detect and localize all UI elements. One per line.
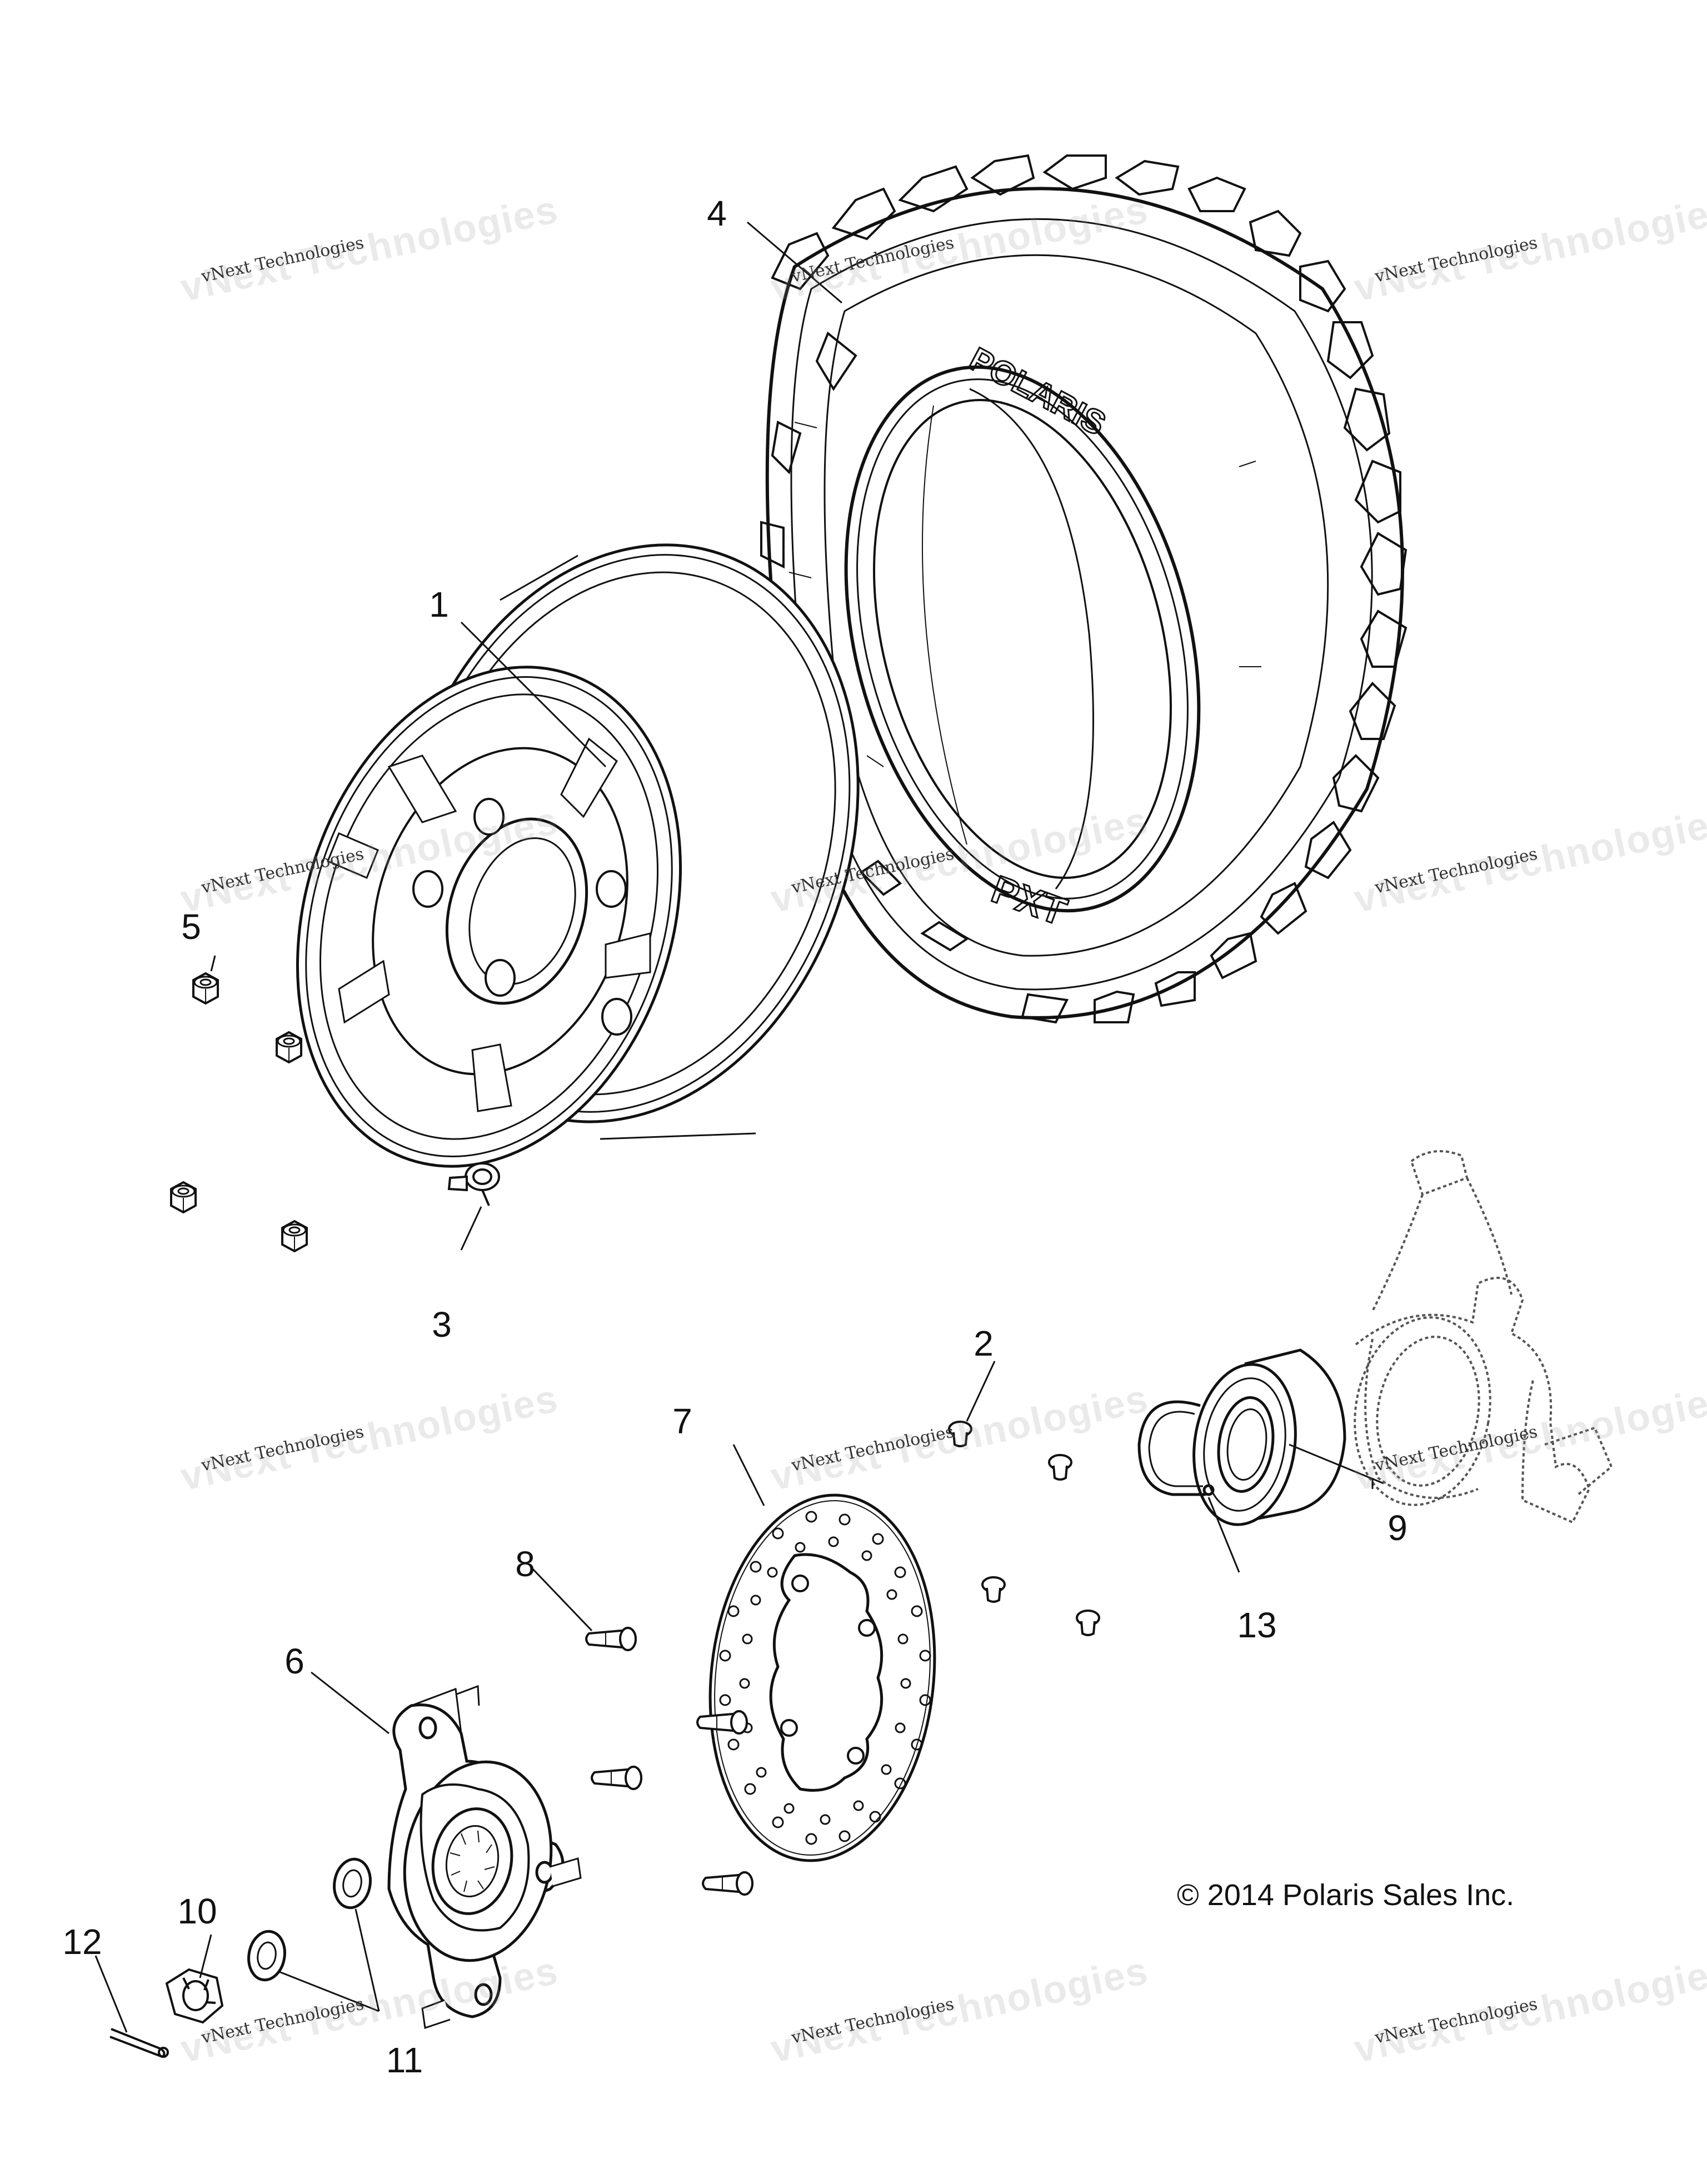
washers [247,1857,372,1982]
callout-7: 7 [672,1401,692,1441]
cotter-pin [109,2028,169,2058]
tire-brand-text: POLARIS [964,340,1112,442]
leader-lines [94,221,1384,2033]
callout-5: 5 [181,907,201,947]
retaining-ring [1137,1400,1215,1496]
knuckle-reference [1354,1150,1613,1524]
callout-12: 12 [62,1922,102,1962]
wheel-rim [296,543,860,1168]
brake-disc-mount-holes [780,1575,876,1765]
valve-stem [447,1162,500,1206]
callout-1: 1 [429,584,449,624]
callout-8: 8 [515,1544,535,1584]
copyright-notice: © 2014 Polaris Sales Inc. [1177,1878,1515,1912]
tire: POLARIS PXT [760,154,1407,1024]
wheel-lug-holes [412,798,632,1036]
callout-2: 2 [974,1323,994,1363]
callout-13: 13 [1237,1605,1277,1645]
callout-3: 3 [432,1305,452,1345]
callout-4: 4 [707,193,727,233]
callout-10: 10 [177,1891,217,1931]
callout-9: 9 [1387,1508,1407,1548]
callout-11: 11 [386,2040,423,2080]
wheel-spokes [327,737,651,1112]
wheel-bearing [1192,1348,1346,1526]
rivets [948,1421,1100,1636]
lug-nuts [170,972,308,1252]
brake-disc [708,1493,936,1862]
hub-spline [450,1830,495,1892]
wheel-hub [387,1685,582,2029]
callout-6: 6 [284,1641,305,1681]
brake-disc-holes [719,1511,931,1845]
castle-nut [165,1968,224,2024]
